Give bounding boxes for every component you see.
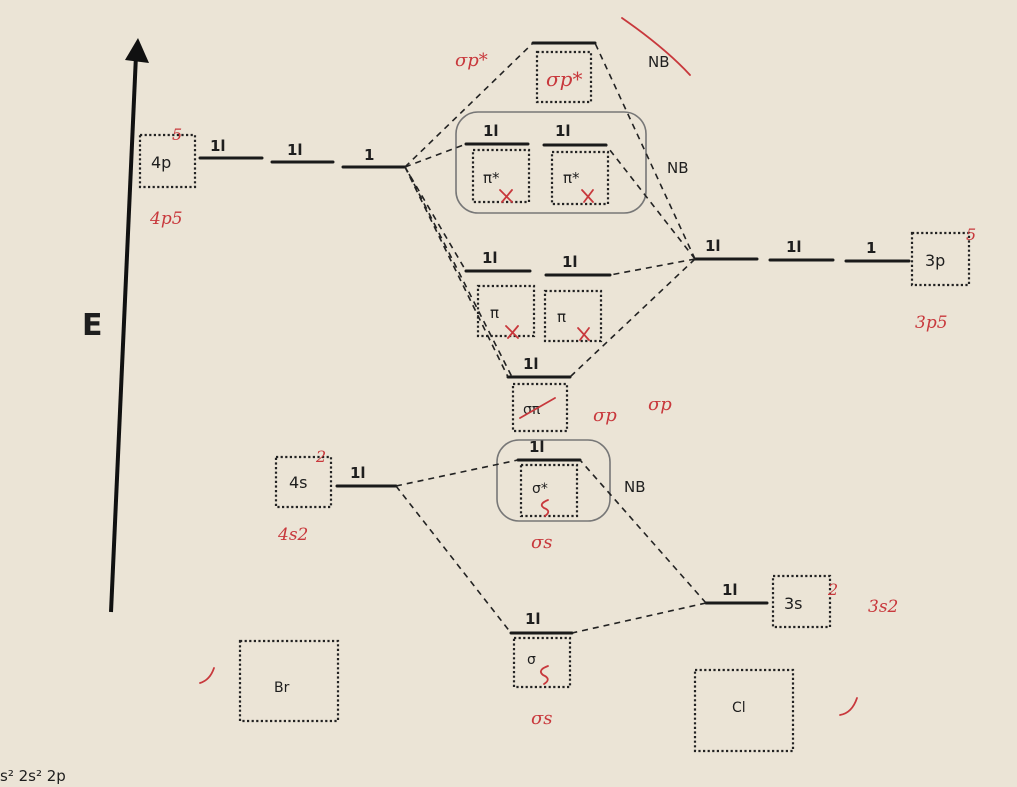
corr-br4p-pi-star xyxy=(404,143,467,168)
cl-3p-electrons-3: 1 xyxy=(866,239,876,257)
corr-br4p-sigma-p-star xyxy=(404,42,534,168)
mo-sigma-p-star-red: σp* xyxy=(455,50,488,71)
cl-3s-config: 3s2 xyxy=(868,597,898,617)
cl-3s-box-label: 3s xyxy=(784,594,803,613)
br-check-mark xyxy=(199,667,215,684)
mo-pi-star-box-2 xyxy=(550,150,610,206)
cl-atom-box xyxy=(693,668,795,753)
corr-br4s-sigma-s-star xyxy=(395,459,519,487)
mo-sigma-s-star-red-s xyxy=(540,499,550,517)
corr-br4p-sigma-p xyxy=(404,166,509,378)
cl-3p-box-label: 3p xyxy=(925,251,945,270)
energy-axis xyxy=(109,54,138,613)
mo-pi-star-circle xyxy=(455,111,647,214)
cl-check-mark xyxy=(839,697,858,716)
cl-3p-electrons-1: 1l xyxy=(705,237,721,255)
corr-cl3p-sigma-p xyxy=(569,258,696,378)
corr-br4p-sigma-p-b xyxy=(408,173,513,378)
br-4p-config: 4p5 xyxy=(149,209,183,229)
mo-sigma-p-electrons: 1l xyxy=(523,355,539,373)
correlation-lines xyxy=(395,42,707,634)
mo-pi-box-1 xyxy=(476,284,536,338)
mo-pi-star-box-1-label: π* xyxy=(483,169,500,187)
cl-3s-box xyxy=(771,574,832,629)
mo-sigma-s-star-nb: NB xyxy=(624,478,646,496)
br-4s-box xyxy=(274,455,333,509)
mo-pi-star-red-x-1 xyxy=(499,189,513,203)
br-4s-sup: 2 xyxy=(315,447,326,466)
cl-3s-sup: 2 xyxy=(827,580,838,599)
mo-pi-red-x-2 xyxy=(577,327,590,341)
mo-pi-star-nb: NB xyxy=(667,159,689,177)
br-4p-sup: 5 xyxy=(172,125,182,144)
mo-sigma-s-box-label: σ xyxy=(527,652,536,668)
mo-sigma-s-star-box-label: σ* xyxy=(532,481,548,497)
corr-cl3p-pi xyxy=(609,258,696,276)
corr-cl3p-pi-star xyxy=(605,144,696,260)
mo-pi-box-2-label: π xyxy=(557,308,566,326)
mo-pi-star-electrons-2: 1l xyxy=(555,122,571,140)
br-4p-box xyxy=(138,133,197,189)
cl-3p-electrons-2: 1l xyxy=(786,238,802,256)
br-4p-electrons-1: 1l xyxy=(210,137,226,155)
br-atom-box xyxy=(238,639,340,723)
mo-pi-box-2 xyxy=(543,289,603,343)
mo-sigma-p-star-box xyxy=(535,50,593,104)
br-4s-config: 4s2 xyxy=(277,525,308,545)
corr-cl3s-sigma-s xyxy=(571,602,707,634)
br-4s-electrons: 1l xyxy=(350,464,366,482)
br-4p-box-label: 4p xyxy=(151,153,171,172)
mo-sigma-s-star-red: σs xyxy=(531,532,553,553)
mo-sigma-s-red-s xyxy=(540,665,549,685)
footer-config: s² 2s² 2p xyxy=(0,767,66,785)
corr-cl3s-sigma-s-star xyxy=(579,459,707,604)
corr-cl3p-sigma-p-star xyxy=(594,42,696,260)
cl-3p-sup: 5 xyxy=(966,225,976,244)
mo-pi-electrons-1: 1l xyxy=(482,249,498,267)
cl-atom-label: Cl xyxy=(732,700,746,716)
mo-sigma-s-red: σs xyxy=(531,708,553,729)
br-4p-electrons-2: 1l xyxy=(287,141,303,159)
mo-pi-star-box-2-label: π* xyxy=(563,169,580,187)
br-atom-label: Br xyxy=(274,680,290,696)
cl-3p-box xyxy=(910,231,971,287)
mo-sigma-s-star-box xyxy=(519,463,579,518)
mo-sigma-p-red-2: σp xyxy=(648,394,672,415)
corr-br4s-sigma-s xyxy=(395,485,512,634)
mo-sigma-s-star-circle xyxy=(496,439,611,522)
energy-axis-arrowhead xyxy=(125,38,149,63)
mo-sigma-s-star-electrons: 1l xyxy=(529,438,545,456)
mo-pi-star-box-1 xyxy=(471,148,531,204)
mo-pi-star-electrons-1: 1l xyxy=(483,122,499,140)
br-4s-box-label: 4s xyxy=(289,473,308,492)
cl-3s-electrons: 1l xyxy=(722,581,738,599)
energy-axis-label: E xyxy=(82,308,103,343)
corr-br4p-pi xyxy=(404,166,467,272)
mo-pi-red-x-1 xyxy=(505,325,519,339)
mo-sigma-p-star-box-label: σp* xyxy=(546,67,582,91)
mo-sigma-s-electrons: 1l xyxy=(525,610,541,628)
mo-sigma-s-box xyxy=(512,636,572,689)
mo-sigma-p-red-strike xyxy=(519,397,556,419)
br-4p-electrons-3: 1 xyxy=(364,146,374,164)
mo-sigma-p-star-nb-strike xyxy=(621,17,691,76)
cl-3p-config: 3p5 xyxy=(915,313,948,333)
mo-pi-electrons-2: 1l xyxy=(562,253,578,271)
mo-sigma-p-star-nb: NB xyxy=(648,53,670,71)
mo-pi-star-red-x-2 xyxy=(581,189,594,203)
mo-pi-box-1-label: π xyxy=(490,304,499,322)
mo-sigma-p-red-1: σp xyxy=(593,405,617,426)
